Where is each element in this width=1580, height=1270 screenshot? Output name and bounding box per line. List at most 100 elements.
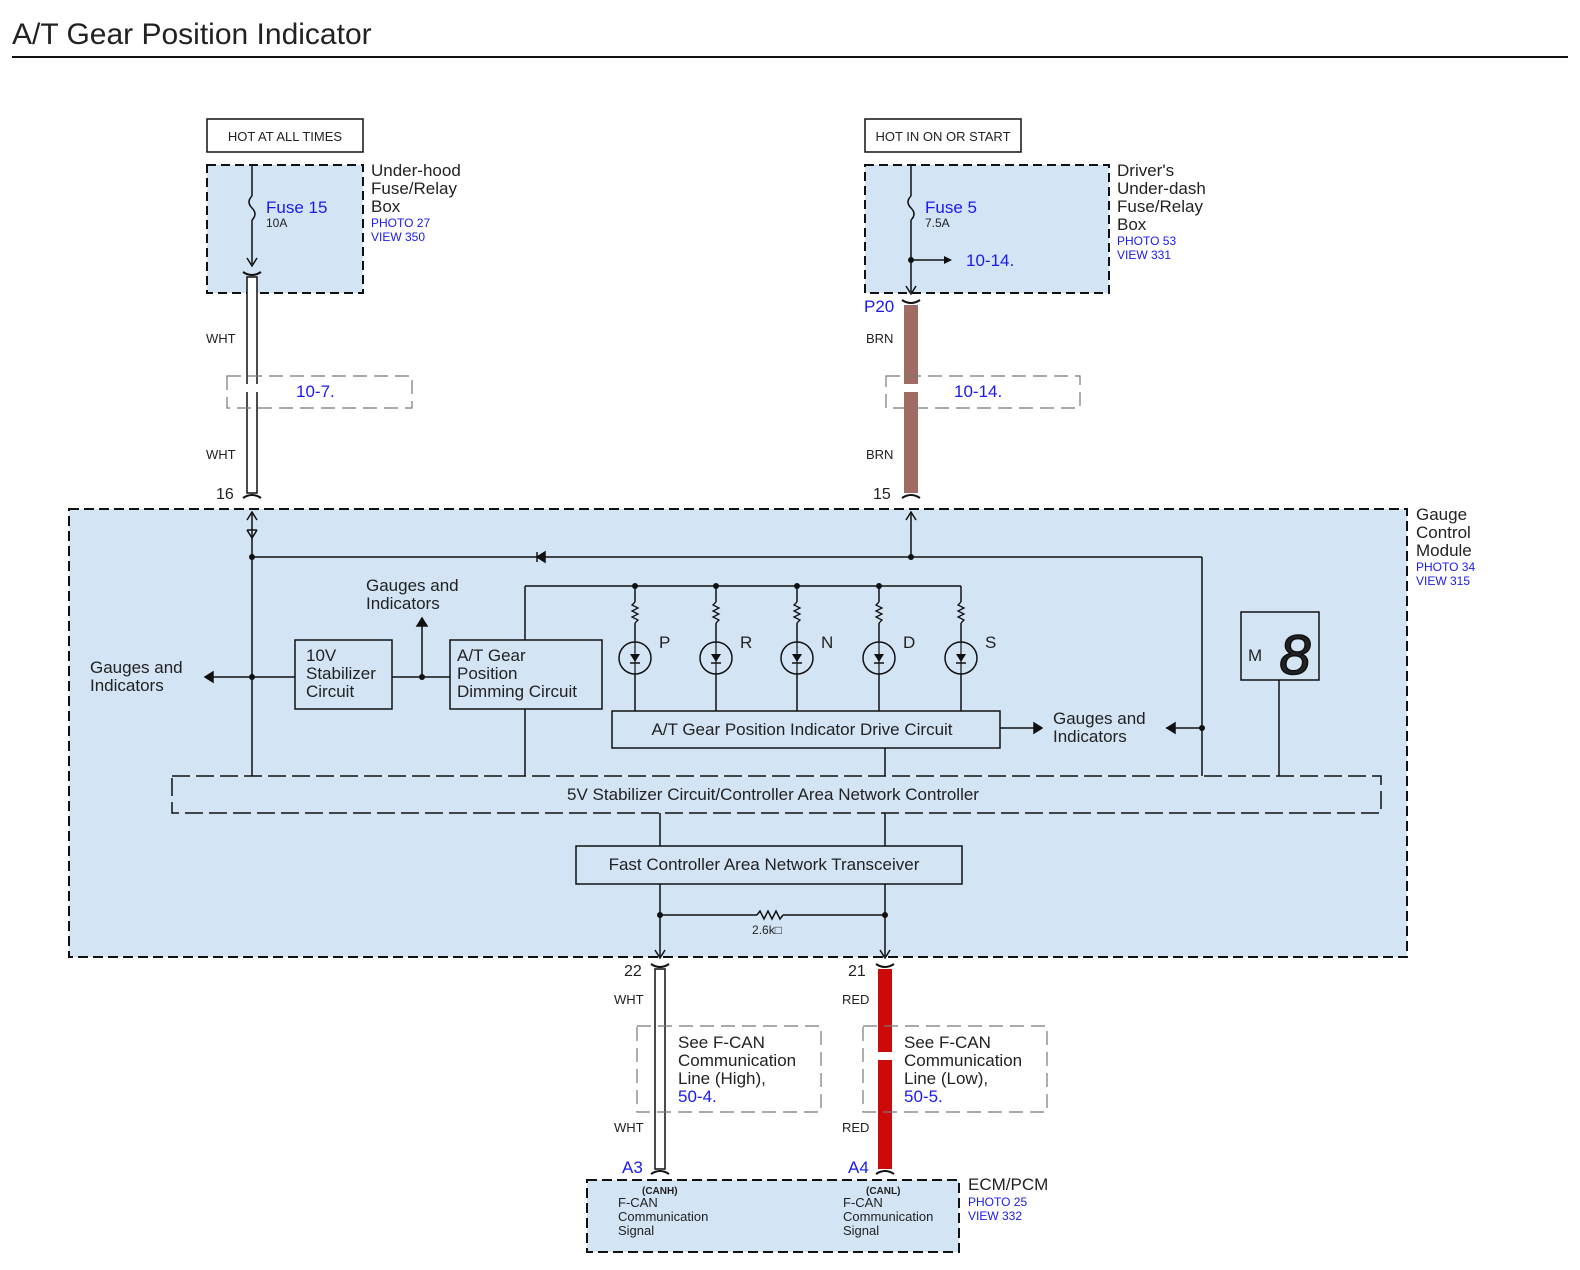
gear-label-s: S [985, 633, 996, 652]
underhood-box-line1: Under-hood [371, 161, 461, 180]
gear-label-n: N [821, 633, 833, 652]
gauges-top-line1: Gauges and [366, 576, 459, 595]
can-high-color-bottom: WHT [614, 1120, 644, 1135]
module-photo-link[interactable]: PHOTO 34 [1416, 560, 1475, 574]
gear-led-n: N [780, 583, 833, 711]
wire15-splice-gap [902, 384, 920, 392]
wire16-pin: 16 [216, 486, 234, 503]
underhood-view-link[interactable]: VIEW 350 [371, 230, 425, 244]
wire-brn-pin15: BRN BRN 15 10-14. [866, 299, 1081, 503]
can-high-note-box [636, 1025, 822, 1113]
wire16-color-top: WHT [206, 331, 236, 346]
fuse5-symbol [907, 195, 915, 221]
can-low-note-box [862, 1025, 1048, 1113]
can-high-connector: A3 [622, 1158, 643, 1177]
can-low-note-ref[interactable]: 50-5. [904, 1087, 943, 1106]
gear-led-r: R [699, 583, 752, 711]
can-low-pin: 21 [848, 963, 866, 980]
gear-leds: P R [618, 583, 996, 711]
dimming-line1: A/T Gear [457, 646, 526, 665]
can-high-note-line1: See F-CAN [678, 1033, 765, 1052]
can-high-color-top: WHT [614, 992, 644, 1007]
gauge-control-module: Gauge Control Module PHOTO 34 VIEW 315 [68, 505, 1475, 960]
can-low-note-line1: See F-CAN [904, 1033, 991, 1052]
can-high-note-line3: Line (High), [678, 1069, 766, 1088]
ecm-canh-line1: F-CAN [618, 1195, 658, 1210]
wire16-top-cap [242, 271, 262, 276]
wire-wht-pin16: WHT WHT 16 10-7. [206, 271, 413, 503]
wire15-body [904, 305, 918, 493]
can-high-top-cap [650, 963, 670, 968]
power-source-left: HOT AT ALL TIMES Fuse 15 10A Under-hood … [206, 118, 461, 294]
can-low-bottom-cap [875, 1170, 895, 1175]
can-low-color-top: RED [842, 992, 869, 1007]
can-high-bottom-cap [650, 1170, 670, 1175]
gear-label-r: R [740, 633, 752, 652]
wire15-color-bottom: BRN [866, 447, 893, 462]
junction-dots [249, 554, 1205, 918]
gear-led-d: D [862, 583, 915, 711]
resistor-value: 2.6k□ [752, 923, 782, 937]
fuse5-down-arrow [905, 285, 917, 296]
fuse15-arrow [246, 257, 258, 268]
underhood-box-line2: Fuse/Relay [371, 179, 457, 198]
stabilizer-10v-line2: Stabilizer [306, 664, 376, 683]
dimming-circuit-box [449, 639, 603, 710]
wire16-splice-ref-box [226, 375, 413, 409]
can-low-body [878, 969, 892, 1169]
gear-display [1240, 611, 1320, 681]
stabilizer-10v-box [294, 639, 393, 710]
can-high-body [654, 968, 666, 1170]
fuse5-branch-arrow [944, 256, 952, 264]
fuse5-branch-ref[interactable]: 10-14. [966, 251, 1014, 270]
underdash-box-line2: Under-dash [1117, 179, 1206, 198]
module-wiring [203, 510, 1280, 960]
module-boundary [68, 508, 1408, 958]
underhood-fuse-box [206, 164, 364, 294]
hot-in-on-header [864, 118, 1022, 153]
gear-label-p: P [659, 633, 670, 652]
underdash-view-link[interactable]: VIEW 331 [1117, 248, 1171, 262]
gauges-left-line1: Gauges and [90, 658, 183, 677]
dimming-line2: Position [457, 664, 517, 683]
wire15-splice-ref-box [885, 375, 1081, 409]
can-controller-label: 5V Stabilizer Circuit/Controller Area Ne… [567, 785, 979, 804]
wire-can-low: 21 RED RED A4 See F-CAN Communication Li… [842, 963, 1048, 1177]
can-high-note-ref[interactable]: 50-4. [678, 1087, 717, 1106]
wire15-splice-ref[interactable]: 10-14. [954, 382, 1002, 401]
can-high-pin: 22 [624, 963, 642, 980]
ecm-box [586, 1179, 960, 1253]
can-low-top-cap [875, 963, 895, 968]
underdash-fuse-box [864, 164, 1110, 294]
ecm-canl-line2: Communication [843, 1209, 933, 1224]
hot-at-all-times-label: HOT AT ALL TIMES [228, 129, 342, 144]
wire16-color-bottom: WHT [206, 447, 236, 462]
underdash-box-line4: Box [1117, 215, 1147, 234]
drive-circuit-label: A/T Gear Position Indicator Drive Circui… [651, 720, 952, 739]
wire15-color-top: BRN [866, 331, 893, 346]
can-low-note-line3: Line (Low), [904, 1069, 988, 1088]
module-view-link[interactable]: VIEW 315 [1416, 574, 1470, 588]
module-name-line3: Module [1416, 541, 1472, 560]
hot-in-on-label: HOT IN ON OR START [875, 129, 1010, 144]
wire16-splice-ref[interactable]: 10-7. [296, 382, 335, 401]
module-name-line2: Control [1416, 523, 1471, 542]
wire15-pin: 15 [873, 486, 891, 503]
fuse15-symbol [248, 195, 256, 221]
gauges-left-line2: Indicators [90, 676, 164, 695]
underdash-photo-link[interactable]: PHOTO 53 [1117, 234, 1176, 248]
ecm-view-link[interactable]: VIEW 332 [968, 1209, 1022, 1223]
page-title: A/T Gear Position Indicator [12, 18, 372, 51]
p20-connector-label: P20 [864, 297, 894, 316]
ecm-canh-line2: Communication [618, 1209, 708, 1224]
wire16-splice-gap [245, 384, 259, 392]
can-low-note-line2: Communication [904, 1051, 1022, 1070]
can-high-note-line2: Communication [678, 1051, 796, 1070]
ecm-photo-link[interactable]: PHOTO 25 [968, 1195, 1027, 1209]
can-low-splice-gap [876, 1052, 894, 1060]
underhood-photo-link[interactable]: PHOTO 27 [371, 216, 430, 230]
hot-at-all-times-header [206, 118, 364, 153]
ecm-canh-line3: Signal [618, 1223, 654, 1238]
ecm-canl-line3: Signal [843, 1223, 879, 1238]
